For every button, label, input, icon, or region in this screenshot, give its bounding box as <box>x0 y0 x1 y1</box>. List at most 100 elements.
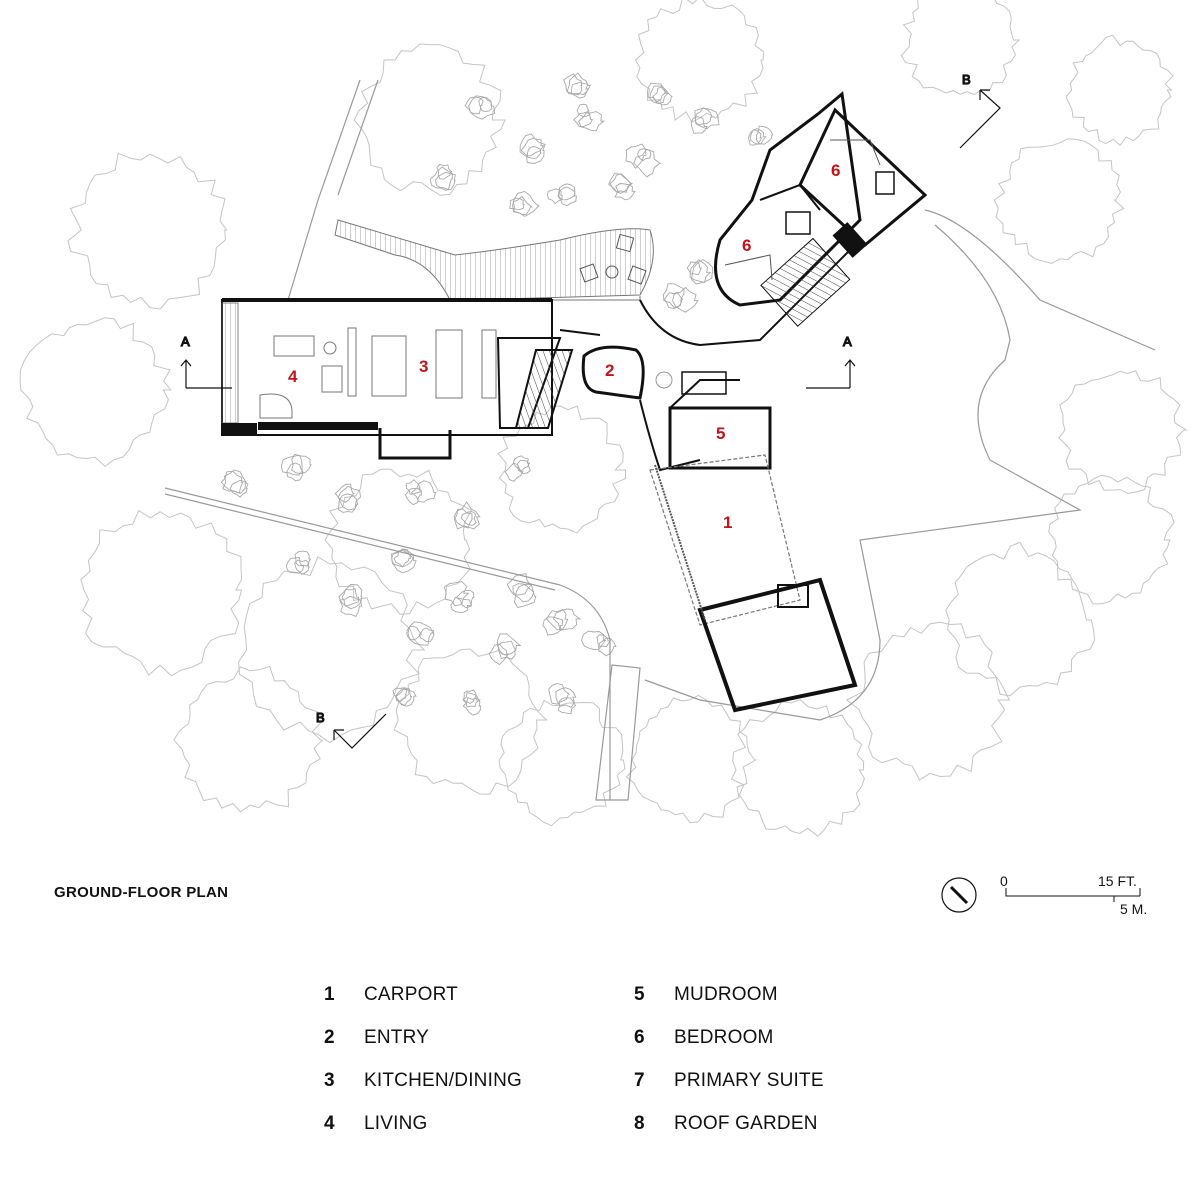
svg-text:A: A <box>181 334 190 349</box>
shrub <box>542 616 564 636</box>
shrub <box>429 166 453 191</box>
tree-canopy <box>80 509 243 677</box>
shrub <box>418 627 435 643</box>
shrub <box>410 480 437 503</box>
shrub <box>337 485 362 511</box>
shrub <box>512 195 533 215</box>
shrub <box>341 588 359 607</box>
shrub <box>747 128 763 146</box>
shrub <box>512 191 540 217</box>
shrub <box>455 589 475 609</box>
shrub <box>596 634 612 648</box>
entry-pod <box>581 345 645 400</box>
site-lines <box>164 79 1156 801</box>
shrub <box>647 82 668 103</box>
shrub <box>453 508 474 530</box>
tree-canopy <box>1048 474 1175 605</box>
scale-zero: 0 <box>1000 873 1008 889</box>
section-marker-b-north: B <box>959 71 1001 149</box>
tree-canopy <box>497 405 626 534</box>
shrub <box>285 557 305 574</box>
shrub <box>464 96 484 115</box>
floor-plan-drawing: 1 2 3 4 5 6 6 A A B B <box>19 0 1188 837</box>
room-number-carport: 1 <box>723 513 732 532</box>
tree-canopy <box>498 699 626 827</box>
tree-canopy <box>393 648 548 795</box>
room-numbers: 1 2 3 4 5 6 6 <box>288 161 840 532</box>
shrub <box>462 689 477 705</box>
shrub <box>694 107 713 126</box>
shrub <box>519 133 545 157</box>
shrub <box>546 188 563 205</box>
shrub <box>229 479 249 498</box>
shrub <box>557 186 577 207</box>
plan-title: GROUND-FLOOR PLAN <box>54 884 229 901</box>
shrub <box>339 595 363 617</box>
shrub-clusters <box>220 72 774 716</box>
shrub <box>578 111 605 132</box>
shrub <box>566 72 592 96</box>
shrub <box>581 630 607 651</box>
west-wing <box>221 298 574 460</box>
shrub <box>557 697 577 715</box>
tree-canopy <box>324 468 473 615</box>
tree-canopy <box>634 0 765 123</box>
tree-canopy <box>238 556 426 744</box>
shrub <box>555 687 577 708</box>
room-number-mudroom: 5 <box>716 424 725 443</box>
room-number-bedroom-b: 6 <box>831 161 840 180</box>
svg-text:B: B <box>316 710 325 725</box>
section-markers: A A B B <box>180 71 1001 749</box>
tree-canopy-outlines <box>19 0 1188 837</box>
north-arrow-icon <box>941 877 977 913</box>
room-number-bedroom-a: 6 <box>742 236 751 255</box>
tree-canopy <box>730 699 865 837</box>
room-number-entry: 2 <box>605 361 614 380</box>
north-arrow-and-scale: 0 15 FT. 5 M. <box>941 873 1147 917</box>
shrub <box>517 459 531 475</box>
shrub <box>504 462 524 482</box>
shrub <box>392 687 408 703</box>
shrub <box>436 163 453 180</box>
mudroom <box>668 371 772 470</box>
deck-furniture <box>579 233 647 285</box>
shrub <box>686 261 702 276</box>
corridor <box>559 249 851 472</box>
tree-canopy <box>67 152 228 310</box>
deck-walkway <box>334 219 654 301</box>
shrub <box>637 148 652 162</box>
tree-canopy <box>353 43 506 196</box>
shrub <box>460 511 477 526</box>
shrub <box>614 183 636 201</box>
tree-canopy <box>173 665 324 813</box>
tree-canopy <box>1058 370 1188 494</box>
shrub <box>462 692 481 708</box>
shrub <box>563 73 583 96</box>
tree-canopy <box>845 621 1011 781</box>
shrub <box>509 197 525 210</box>
room-number-living: 4 <box>288 367 298 386</box>
shrub <box>286 462 304 482</box>
tree-canopy <box>1065 34 1174 147</box>
carport <box>649 454 858 713</box>
shrub <box>497 633 522 656</box>
shrub <box>291 453 312 474</box>
room-number-kitchen-dining: 3 <box>419 357 428 376</box>
shrub <box>625 143 647 170</box>
shrub <box>338 493 359 513</box>
tree-canopy <box>945 541 1096 697</box>
shrub <box>222 469 247 494</box>
shrub <box>512 455 531 472</box>
tree-canopy <box>900 0 1021 96</box>
svg-text:A: A <box>843 334 852 349</box>
shrub <box>443 581 470 607</box>
shrub <box>468 95 496 120</box>
shrub <box>570 82 589 99</box>
shrub <box>755 125 774 145</box>
